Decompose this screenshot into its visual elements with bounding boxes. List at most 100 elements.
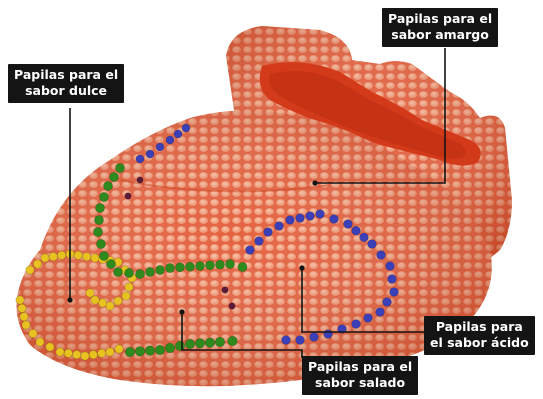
sour-dot (330, 215, 339, 224)
sour-dot (246, 246, 255, 255)
sour-dot (174, 130, 182, 138)
sour-dot (264, 228, 273, 237)
salty-dot (215, 337, 225, 347)
sour-dot (352, 320, 361, 329)
salty-dot (155, 265, 164, 274)
sweet-dot (20, 313, 28, 321)
salty-dot (165, 343, 175, 353)
sour-dot (146, 150, 154, 158)
sour-dot (296, 336, 305, 345)
salty-dot (93, 227, 102, 236)
sweet-dot (91, 254, 99, 262)
bitter-dot (125, 193, 131, 199)
sour-dot (386, 262, 395, 271)
label-sabor-acido: Papilas para el sabor ácido (424, 316, 535, 355)
sour-dot (275, 222, 284, 231)
sweet-dot (41, 254, 49, 262)
sweet-dot (114, 297, 122, 305)
sweet-dot (81, 352, 89, 360)
sour-dot (296, 214, 305, 223)
sweet-dot (16, 296, 24, 304)
salty-dot (155, 345, 165, 355)
sweet-dot (115, 345, 123, 353)
sweet-dot (33, 260, 41, 268)
salty-dot (109, 172, 118, 181)
label-sabor-amargo: Papilas para el sabor amargo (382, 8, 498, 47)
label-amargo-line2: sabor amargo (388, 27, 492, 43)
sweet-dot (106, 302, 114, 310)
salty-dot (225, 259, 234, 268)
sweet-dot (22, 321, 30, 329)
label-sabor-salado: Papilas para el sabor salado (302, 356, 418, 395)
label-salado-line1: Papilas para el (308, 359, 412, 375)
sweet-dot (29, 329, 37, 337)
salty-dot (135, 269, 144, 278)
sweet-dot (106, 348, 114, 356)
sour-dot (352, 226, 361, 235)
sweet-dot (98, 299, 106, 307)
sour-dot (344, 220, 353, 229)
bitter-dot (229, 303, 235, 309)
label-salado-line2: sabor salado (308, 375, 412, 391)
salty-dot (125, 347, 135, 357)
sweet-dot (122, 292, 130, 300)
sour-dot (377, 251, 386, 260)
bitter-dot (222, 287, 228, 293)
label-acido-line2: el sabor ácido (430, 335, 529, 351)
sour-dot (166, 136, 174, 144)
sweet-dot (46, 343, 54, 351)
salty-dot (165, 263, 174, 272)
label-amargo-line1: Papilas para el (388, 11, 492, 27)
sweet-dot (58, 251, 66, 259)
label-dulce-line2: sabor dulce (14, 83, 118, 99)
salty-dot (135, 347, 145, 357)
salty-dot (185, 262, 194, 271)
sour-dot (388, 275, 397, 284)
sour-dot (364, 314, 373, 323)
salty-dot (215, 260, 224, 269)
sweet-dot (18, 304, 26, 312)
sour-dot (310, 333, 319, 342)
salty-dot (145, 267, 154, 276)
sour-dot (255, 237, 264, 246)
sweet-dot (73, 351, 81, 359)
sweet-dot (98, 349, 106, 357)
sweet-dot (83, 253, 91, 261)
sweet-dot (56, 348, 64, 356)
salty-dot (95, 203, 104, 212)
sour-dot (156, 143, 164, 151)
label-dulce-line1: Papilas para el (14, 67, 118, 83)
sour-dot (368, 240, 377, 249)
bitter-dot (137, 177, 143, 183)
label-acido-line1: Papilas para (430, 319, 529, 335)
salty-dot (185, 339, 195, 349)
salty-dot (205, 261, 214, 270)
sour-dot (360, 233, 369, 242)
sweet-dot (64, 349, 72, 357)
sour-dot (383, 298, 392, 307)
salty-dot (99, 251, 108, 260)
sour-dot (316, 210, 325, 219)
salty-dot (238, 262, 247, 271)
sour-dot (286, 216, 295, 225)
salty-dot (94, 215, 103, 224)
sour-dot (376, 308, 385, 317)
salty-dot (195, 261, 204, 270)
sour-dot (390, 288, 399, 297)
salty-dot (106, 259, 115, 268)
salty-dot (115, 163, 124, 172)
salty-dot (96, 239, 105, 248)
sweet-dot (91, 296, 99, 304)
salty-dot (124, 268, 133, 277)
sour-dot (282, 336, 291, 345)
sour-dot (324, 330, 333, 339)
sweet-dot (125, 283, 133, 291)
sweet-dot (74, 251, 82, 259)
sweet-dot (49, 253, 57, 261)
sweet-dot (86, 289, 94, 297)
sweet-dot (89, 351, 97, 359)
salty-dot (99, 192, 108, 201)
salty-dot (205, 338, 215, 348)
salty-dot (195, 339, 205, 349)
salty-dot (113, 267, 122, 276)
